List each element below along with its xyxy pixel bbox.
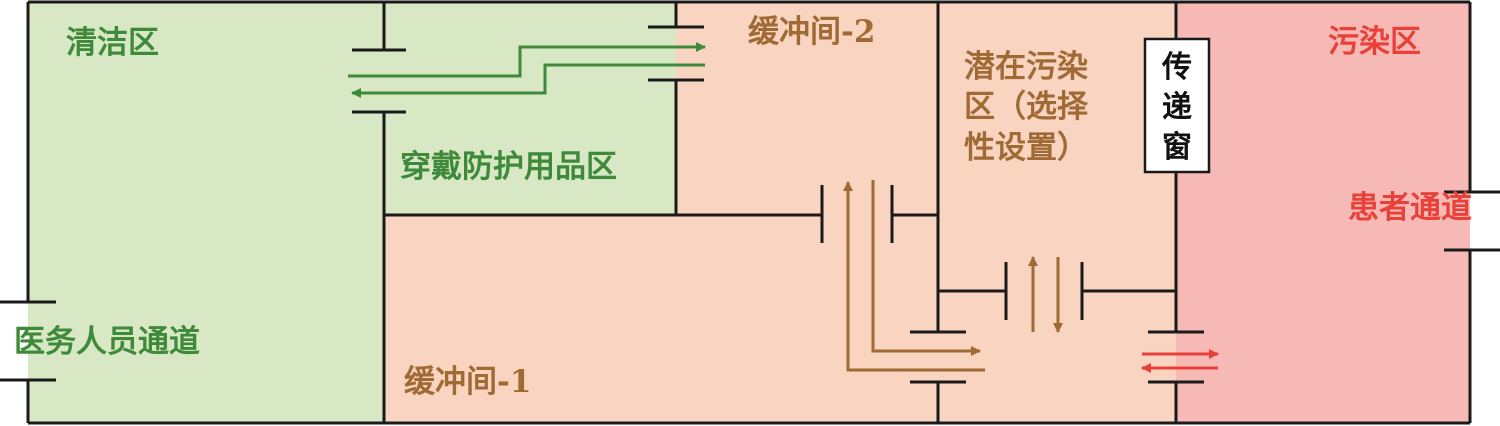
right-arrow-to-potential xyxy=(871,180,981,356)
red-flow-arrows xyxy=(1141,349,1219,373)
contaminated-zone-label: 污染区 xyxy=(1328,24,1421,60)
buffer-2-zone xyxy=(676,2,938,215)
svg-text:性设置）: 性设置） xyxy=(964,130,1088,166)
clean-zone-label: 清洁区 xyxy=(66,25,159,61)
svg-text:递: 递 xyxy=(1162,90,1192,125)
clean-zone xyxy=(28,2,384,423)
in-arrow-to-buffer2 xyxy=(348,42,706,78)
buffer-1-zone xyxy=(384,215,938,423)
green-flow-arrows xyxy=(348,42,706,98)
up-arrow-buffer1 xyxy=(843,181,985,372)
pass-window-label: 传 递 窗 xyxy=(1161,50,1192,165)
svg-text:区（选择: 区（选择 xyxy=(964,89,1089,125)
svg-text:潜在污染: 潜在污染 xyxy=(964,49,1088,85)
out-arrow-to-clean xyxy=(351,63,705,98)
ppe-zone-label: 穿戴防护用品区 xyxy=(400,149,617,185)
walls xyxy=(26,0,1472,425)
pass-window xyxy=(1143,37,1211,174)
ppe-zone xyxy=(384,2,676,215)
svg-text:传: 传 xyxy=(1161,50,1192,85)
staff-passage-label: 医务人员通道 xyxy=(14,324,200,360)
patient-passage-label: 患者通道 xyxy=(1348,190,1472,226)
potential-zone-label: 潜在污染 区（选择 性设置） xyxy=(964,49,1089,166)
brown-flow-arrows xyxy=(843,180,1063,372)
door-jambs xyxy=(0,25,1500,384)
contaminated-zone xyxy=(1176,2,1470,423)
svg-text:窗: 窗 xyxy=(1162,130,1192,165)
buffer1-label: 缓冲间-1 xyxy=(404,364,531,400)
buffer2-label: 缓冲间-2 xyxy=(748,14,875,50)
